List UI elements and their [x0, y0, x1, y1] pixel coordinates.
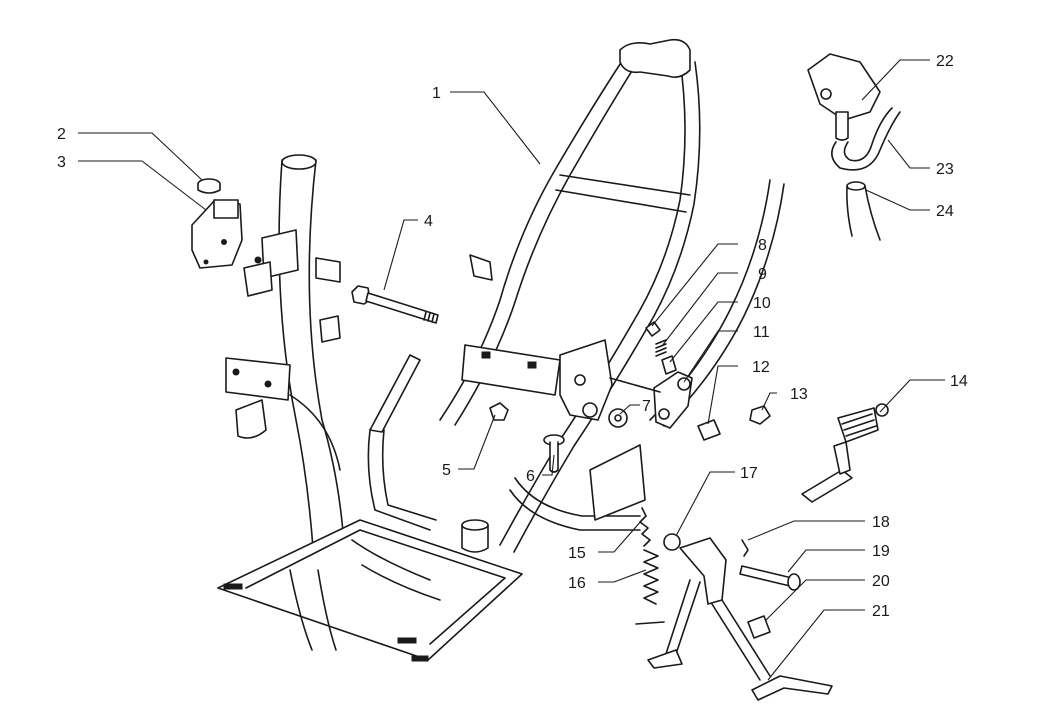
part-headstock — [217, 154, 523, 662]
part-frame — [367, 38, 785, 553]
callout-14: 14 — [950, 373, 968, 390]
callout-9: 9 — [758, 266, 767, 283]
part-17-bush — [663, 533, 681, 551]
callout-22: 22 — [936, 53, 954, 70]
part-10-bush — [661, 355, 677, 375]
part-16-spring — [643, 549, 659, 605]
callout-4: 4 — [424, 213, 433, 230]
part-23-hose — [831, 107, 901, 171]
callout-17: 17 — [740, 465, 758, 482]
callout-12: 12 — [752, 359, 770, 376]
callout-13: 13 — [790, 386, 808, 403]
leader-lines — [78, 59, 945, 681]
part-19-pin — [739, 565, 801, 591]
callout-3: 3 — [57, 154, 66, 171]
part-24-hose — [846, 181, 881, 241]
callout-10: 10 — [753, 295, 771, 312]
callout-16: 16 — [568, 575, 586, 592]
callout-2: 2 — [57, 126, 66, 143]
part-20-bush — [747, 615, 771, 639]
part-15-spring — [639, 507, 651, 547]
callout-23: 23 — [936, 161, 954, 178]
callout-15: 15 — [568, 545, 586, 562]
callout-6: 6 — [526, 468, 535, 485]
part-14-kickstart — [801, 403, 889, 503]
part-21-stand — [635, 537, 833, 701]
part-18-clip — [741, 539, 749, 557]
callout-labels: 1 2 3 4 5 6 7 8 9 10 11 12 13 14 15 16 1… — [57, 53, 968, 620]
part-9-spring — [655, 339, 667, 357]
callout-5: 5 — [442, 462, 451, 479]
callout-8: 8 — [758, 237, 767, 254]
part-4-bolt — [351, 285, 439, 324]
part-13-nut — [749, 405, 771, 425]
part-7-nut — [608, 408, 628, 428]
part-3-lock — [191, 199, 243, 269]
callout-1: 1 — [432, 85, 441, 102]
part-22-fuel-tap — [807, 53, 881, 141]
part-11-link — [609, 371, 693, 429]
callout-20: 20 — [872, 573, 890, 590]
part-5-clip — [489, 402, 509, 421]
callout-11: 11 — [753, 324, 770, 341]
part-2-cap — [197, 178, 221, 194]
callout-19: 19 — [872, 543, 890, 560]
callout-24: 24 — [936, 203, 954, 220]
callout-7: 7 — [642, 398, 651, 415]
part-12-bush — [697, 419, 721, 441]
part-8-cap — [645, 321, 661, 337]
callout-21: 21 — [872, 603, 890, 620]
callout-18: 18 — [872, 514, 890, 531]
